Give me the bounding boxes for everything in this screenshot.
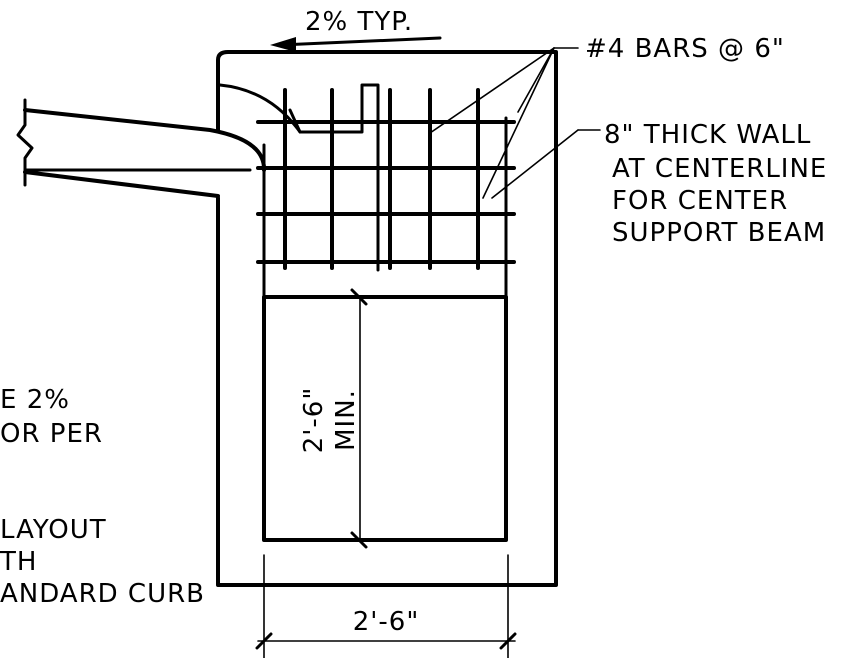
- left-note-2c: ANDARD CURB: [0, 579, 205, 609]
- slope-arrow-line: [278, 36, 442, 47]
- curb-top-line: [23, 108, 267, 172]
- wall-label-line2: AT CENTERLINE: [612, 154, 827, 184]
- wall-label-line4: SUPPORT BEAM: [612, 218, 826, 248]
- horiz-dim-tick-right: [499, 632, 517, 650]
- curb-bottom-line: [23, 170, 220, 198]
- inner-chamber: [262, 295, 508, 542]
- horiz-dim-label: 2'-6": [353, 607, 420, 637]
- outer-box: [216, 50, 558, 587]
- break-symbol: [16, 98, 34, 187]
- bars-leader-2: [482, 47, 555, 199]
- top-notch: [288, 83, 380, 272]
- left-note-2a: LAYOUT: [0, 515, 107, 545]
- vert-dim-tick-bottom: [350, 531, 368, 549]
- slope-arrowhead: [270, 37, 296, 52]
- wall-label-line1: 8" THICK WALL: [604, 120, 811, 150]
- slope-label: 2% TYP.: [305, 7, 413, 37]
- left-note-1a: E 2%: [0, 385, 70, 415]
- wall-label-line3: FOR CENTER: [612, 186, 788, 216]
- bars-leader-1: [429, 47, 555, 134]
- vert-dim-label-1: 2'-6": [299, 387, 329, 454]
- left-note-2b: TH: [0, 547, 37, 577]
- vert-dim-tick-top: [350, 288, 368, 306]
- vert-dim-label-2: MIN.: [331, 389, 361, 451]
- left-note-1b: OR PER: [0, 419, 103, 449]
- corner-curve: [218, 83, 302, 134]
- vert-dim-label-group: 2'-6" MIN.: [299, 387, 361, 454]
- bars-leader-3: [517, 47, 555, 113]
- horiz-dim-tick-left: [255, 632, 273, 650]
- wall-leader: [491, 129, 579, 199]
- bars-label: #4 BARS @ 6": [585, 34, 785, 64]
